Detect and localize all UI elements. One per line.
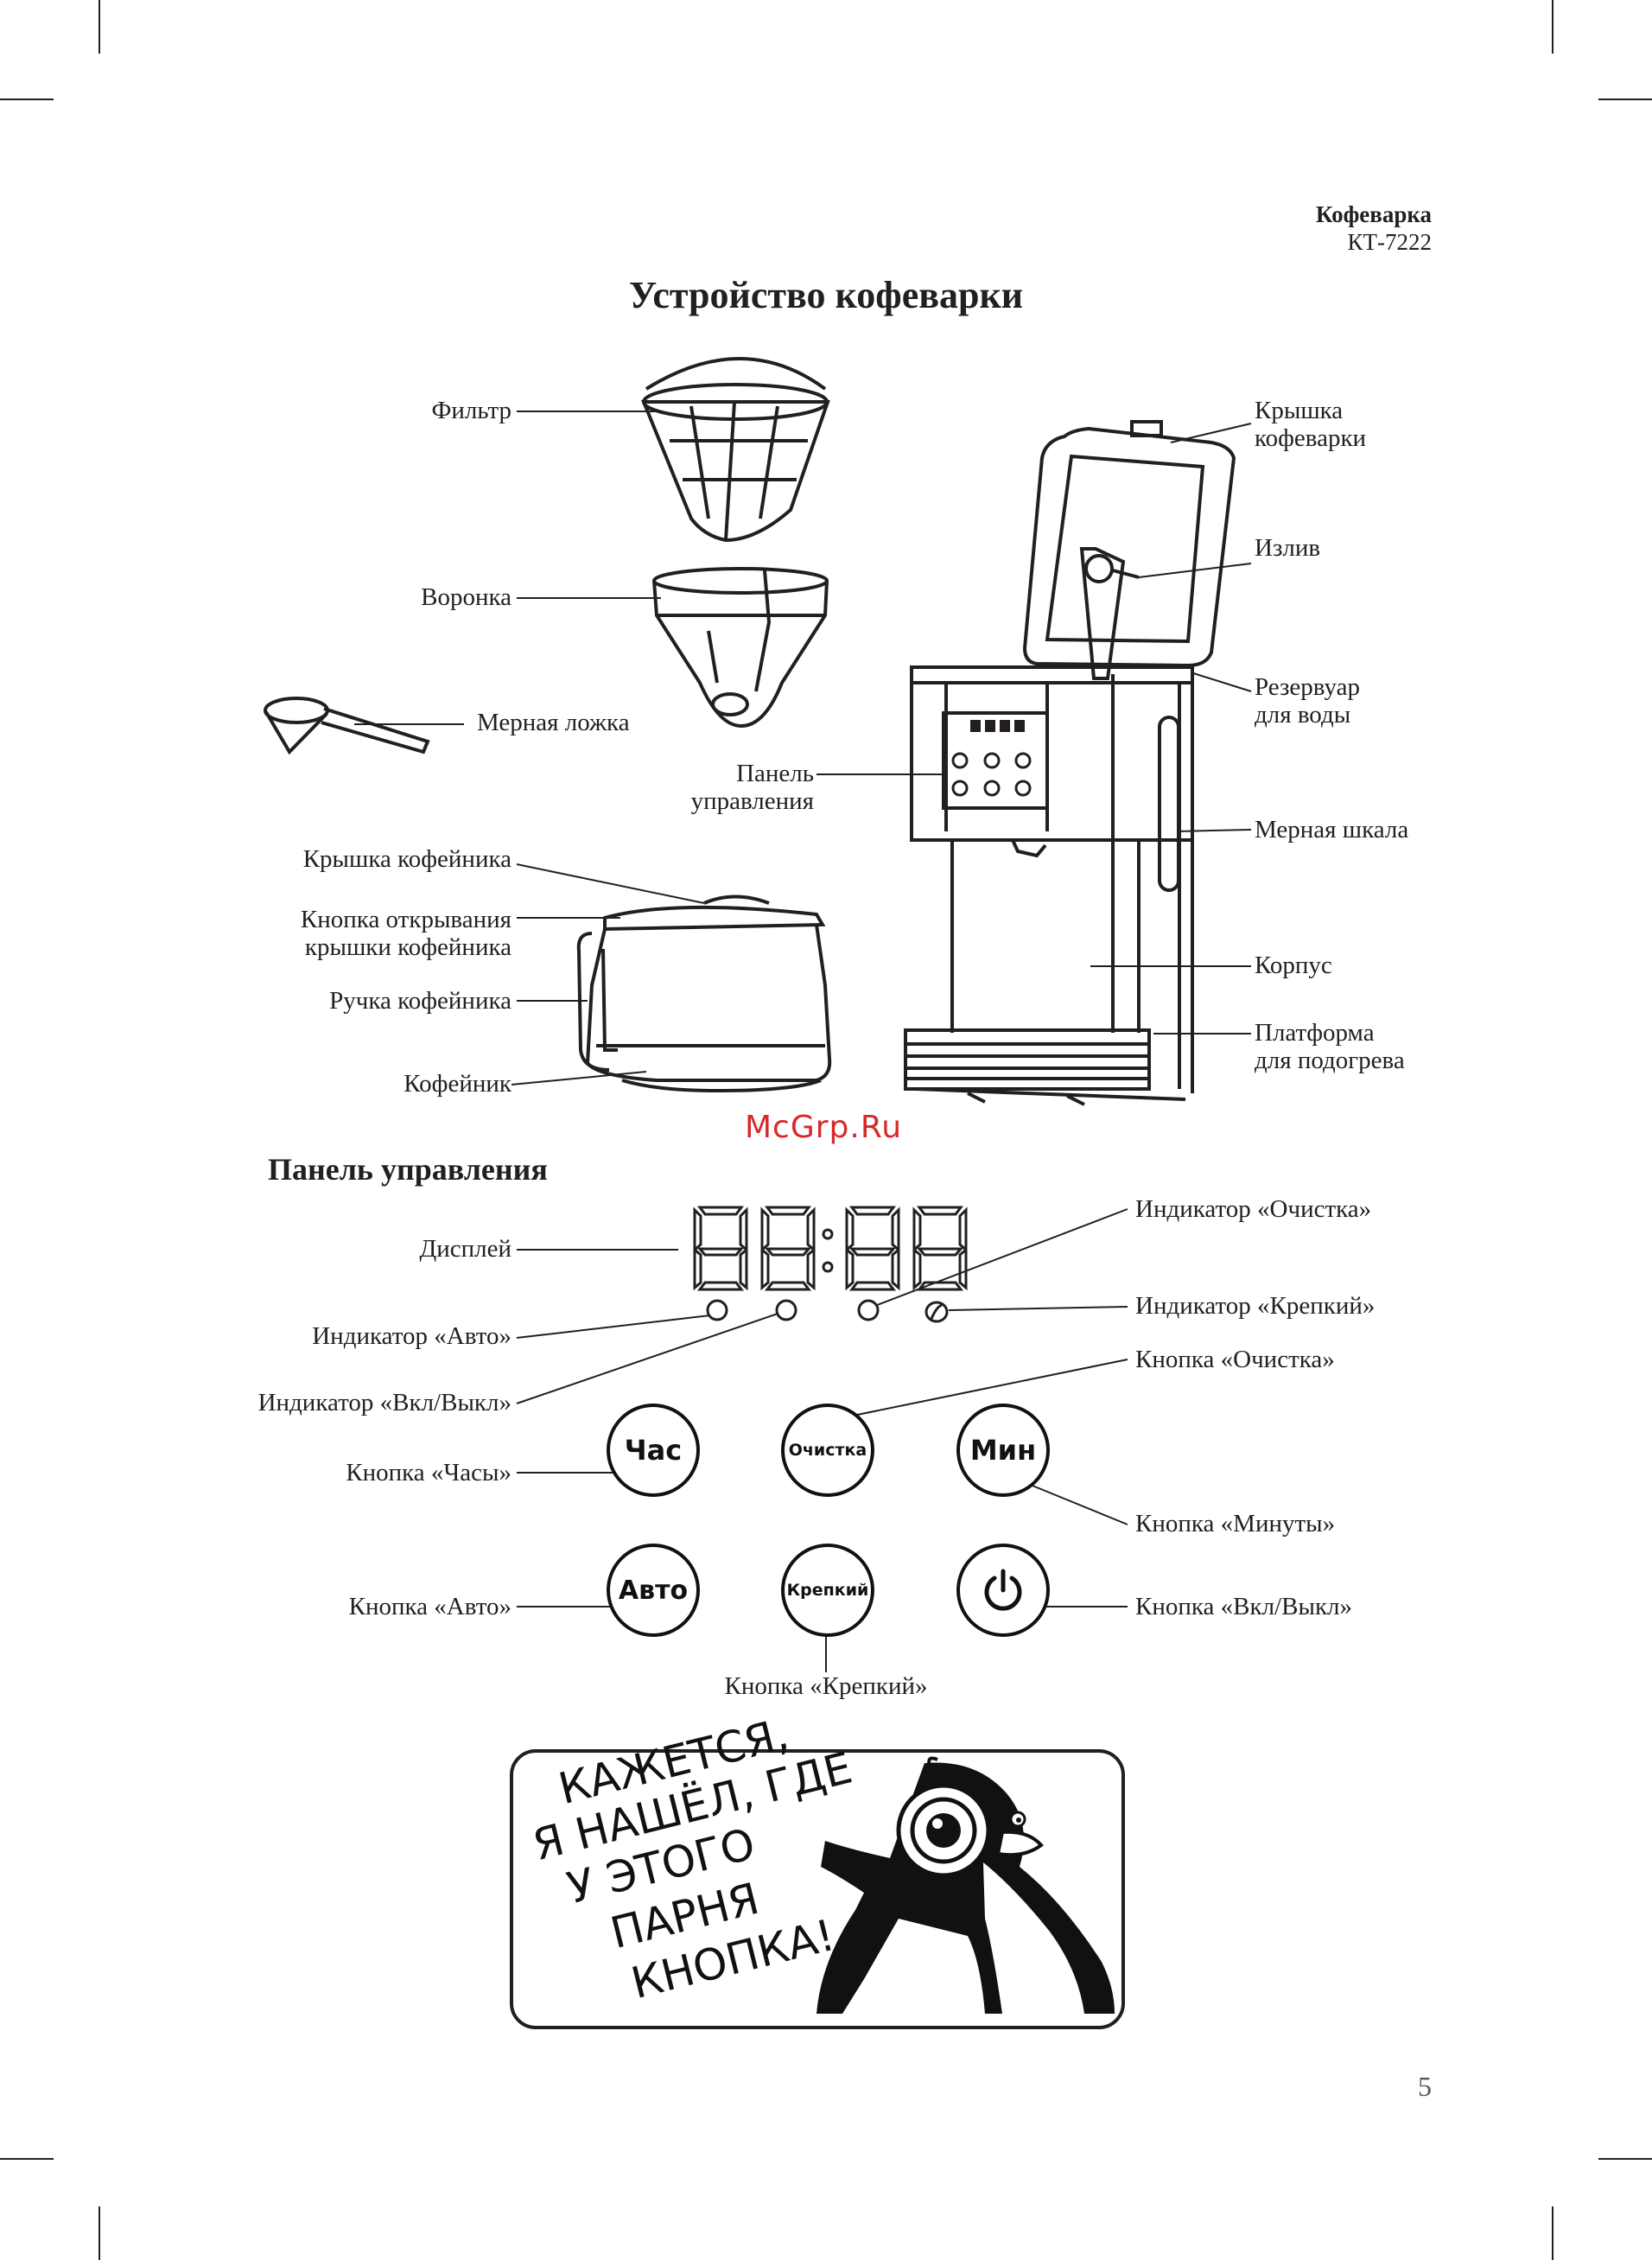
power-button[interactable] bbox=[956, 1544, 1050, 1637]
clean-button[interactable]: Очистка bbox=[781, 1404, 874, 1497]
label-button-auto: Кнопка «Авто» bbox=[348, 1593, 511, 1620]
indicator-lights bbox=[706, 1299, 949, 1323]
minutes-button-text: Мин bbox=[969, 1434, 1037, 1467]
leader-lines bbox=[354, 411, 1252, 1085]
indicator-strong-light bbox=[924, 1301, 949, 1323]
label-panel-line1: Панель bbox=[736, 760, 814, 787]
label-pot-lid: Крышка кофейника bbox=[302, 845, 511, 873]
display-digit-2 bbox=[760, 1206, 816, 1291]
label-display: Дисплей bbox=[419, 1235, 511, 1263]
minutes-button[interactable]: Мин bbox=[956, 1404, 1050, 1497]
strong-button[interactable]: Крепкий bbox=[781, 1544, 874, 1637]
coffee-maker-illustration bbox=[904, 420, 1236, 1106]
display-digit-4 bbox=[912, 1206, 968, 1291]
label-indicator-auto: Индикатор «Авто» bbox=[312, 1322, 511, 1350]
label-spout: Излив bbox=[1255, 534, 1321, 562]
label-button-hours: Кнопка «Часы» bbox=[346, 1459, 511, 1487]
auto-button[interactable]: Авто bbox=[607, 1544, 700, 1637]
label-button-power: Кнопка «Вкл/Выкл» bbox=[1135, 1593, 1353, 1620]
indicator-auto-light bbox=[706, 1299, 728, 1321]
label-button-strong: Кнопка «Крепкий» bbox=[724, 1672, 928, 1700]
label-tank-line2: для воды bbox=[1255, 701, 1351, 729]
display-colon-top bbox=[822, 1228, 834, 1240]
label-scoop: Мерная ложка bbox=[477, 709, 630, 736]
label-pot-lid-button-line2: крышки кофейника bbox=[304, 933, 511, 961]
maker-panel-buttons bbox=[951, 752, 1032, 797]
label-body: Корпус bbox=[1255, 952, 1332, 979]
label-indicator-power: Индикатор «Вкл/Выкл» bbox=[257, 1389, 511, 1416]
label-maker-lid-line2: кофеварки bbox=[1255, 424, 1367, 452]
indicator-power-light bbox=[775, 1299, 797, 1321]
label-indicator-clean: Индикатор «Очистка» bbox=[1135, 1195, 1372, 1223]
label-button-clean: Кнопка «Очистка» bbox=[1135, 1346, 1335, 1373]
panel-heading: Панель управления bbox=[268, 1152, 548, 1187]
penguin-cartoon-illustration bbox=[816, 1756, 1115, 2014]
hours-button[interactable]: Час bbox=[607, 1404, 700, 1497]
indicator-clean-light bbox=[857, 1299, 880, 1321]
header-product: Кофеварка bbox=[1315, 201, 1432, 227]
strong-button-text: Крепкий bbox=[786, 1581, 869, 1600]
filter-illustration bbox=[641, 357, 830, 543]
display-digit-1 bbox=[693, 1206, 748, 1291]
page-number: 5 bbox=[1418, 2071, 1432, 2102]
display-colon-bottom bbox=[822, 1261, 834, 1273]
maker-panel-keys bbox=[970, 720, 1025, 732]
hours-button-text: Час bbox=[624, 1434, 683, 1467]
header-model: КТ-7222 bbox=[1347, 229, 1433, 255]
label-filter: Фильтр bbox=[431, 397, 511, 424]
scoop-illustration bbox=[264, 697, 430, 755]
seven-segment-display bbox=[693, 1206, 968, 1291]
label-tank-line1: Резервуар bbox=[1255, 673, 1360, 701]
coffee-pot-illustration bbox=[576, 894, 832, 1093]
label-maker-lid-line1: Крышка bbox=[1255, 397, 1344, 424]
label-scale: Мерная шкала bbox=[1255, 816, 1409, 844]
power-icon bbox=[984, 1569, 1022, 1611]
label-funnel: Воронка bbox=[421, 583, 511, 611]
display-digit-3 bbox=[845, 1206, 900, 1291]
label-pot-lid-button-line1: Кнопка открывания bbox=[300, 906, 511, 933]
page-title: Устройство кофеварки bbox=[628, 274, 1024, 316]
label-button-minutes: Кнопка «Минуты» bbox=[1135, 1510, 1336, 1537]
clean-button-text: Очистка bbox=[788, 1441, 867, 1460]
label-indicator-strong: Индикатор «Крепкий» bbox=[1135, 1292, 1376, 1320]
watermark: McGrp.Ru bbox=[745, 1110, 903, 1145]
funnel-illustration bbox=[652, 567, 829, 729]
label-plate-line1: Платформа bbox=[1255, 1019, 1375, 1047]
label-plate-line2: для подогрева bbox=[1255, 1047, 1405, 1074]
label-pot-handle: Ручка кофейника bbox=[329, 987, 511, 1015]
label-panel-line2: управления bbox=[690, 787, 814, 815]
auto-button-text: Авто bbox=[618, 1575, 689, 1606]
label-pot: Кофейник bbox=[403, 1070, 511, 1098]
cartoon-frame bbox=[510, 1749, 1125, 2029]
